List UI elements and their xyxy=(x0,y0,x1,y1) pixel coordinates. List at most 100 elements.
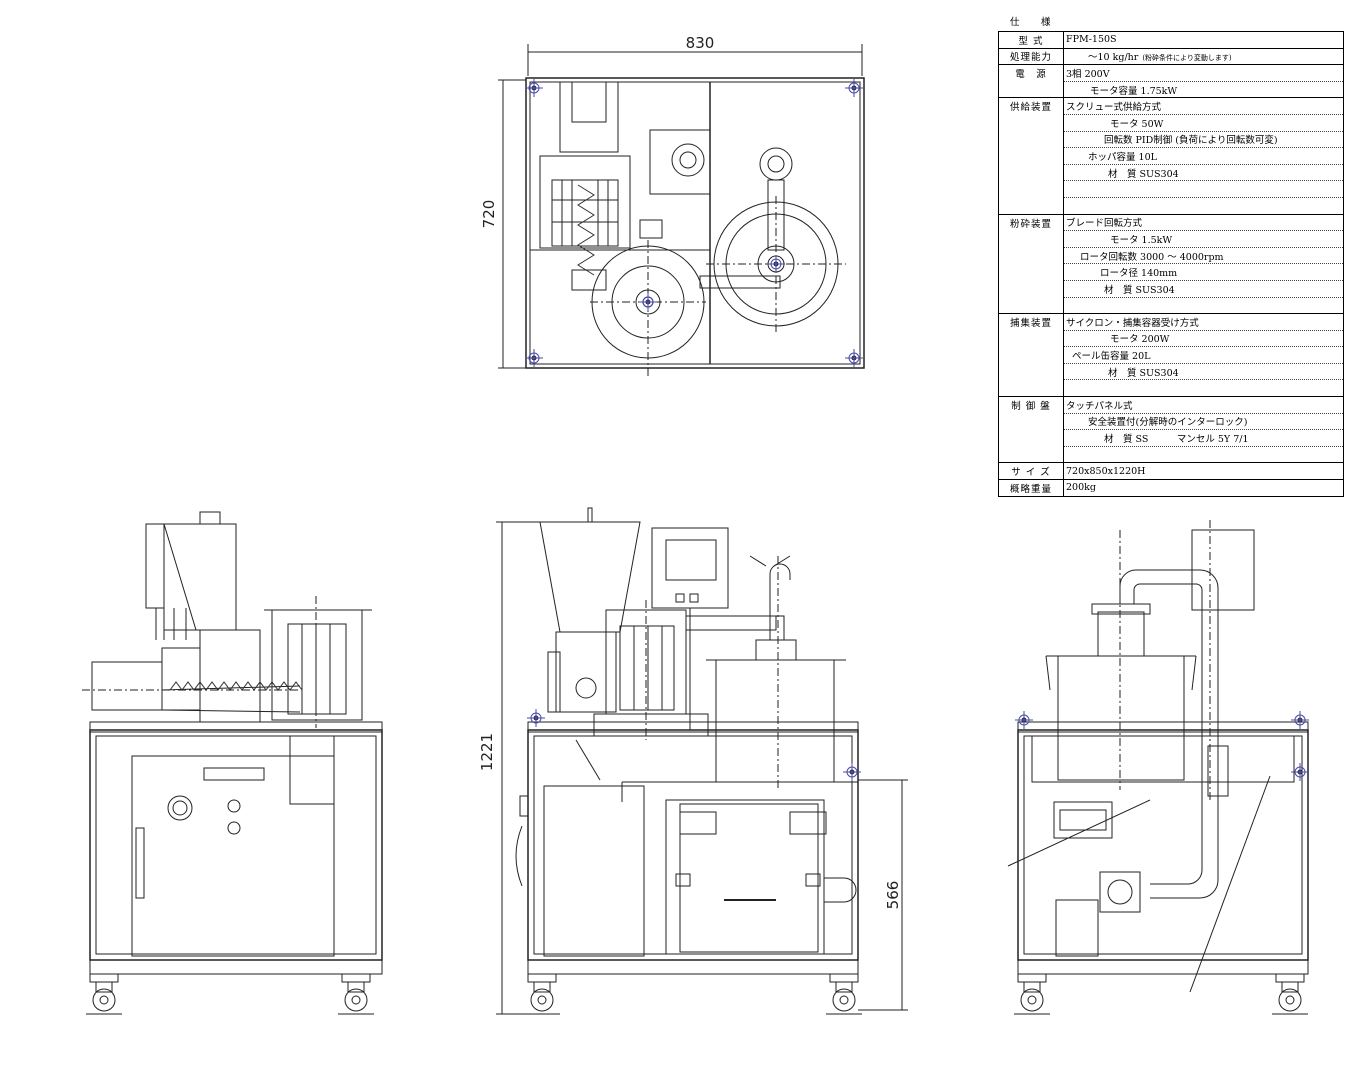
spec-value: 材 質 SUS304 xyxy=(1063,363,1344,381)
top-view: 830 720 xyxy=(480,34,865,376)
spec-key: サ イ ズ xyxy=(998,462,1064,480)
spec-key: 捕集装置 xyxy=(998,313,1064,331)
spec-row: 材 質 SUS304 xyxy=(998,164,1344,182)
spec-key: 概略重量 xyxy=(998,479,1064,497)
side-view-right xyxy=(1007,520,1310,1015)
spec-value: 回転数 PID制御 (負荷により回転数可変) xyxy=(1063,131,1344,149)
spec-value-text: ペール缶容量 20L xyxy=(1072,351,1151,363)
spec-value: ロータ径 140mm xyxy=(1063,263,1344,281)
spec-value: FPM-150S xyxy=(1063,31,1344,49)
spec-row: 粉砕装置ブレード回転方式 xyxy=(998,213,1344,232)
front-height-dimension: 1221 xyxy=(478,733,496,771)
spec-row: 材 質 SS マンセル 5Y 7/1 xyxy=(998,429,1344,447)
spec-value: サイクロン・捕集容器受け方式 xyxy=(1063,313,1344,331)
spec-value-text: ロータ回転数 3000 〜 4000rpm xyxy=(1080,251,1224,263)
spec-value: モータ 50W xyxy=(1063,114,1344,132)
spec-row xyxy=(998,197,1344,215)
spec-row xyxy=(998,297,1344,315)
spec-row: 供給装置スクリュー式供給方式 xyxy=(998,97,1344,115)
spec-key xyxy=(998,263,1064,281)
spec-value-text: モータ容量 1.75kW xyxy=(1090,85,1178,97)
spec-key xyxy=(998,330,1064,347)
spec-value: ロータ回転数 3000 〜 4000rpm xyxy=(1063,247,1344,265)
spec-value: 材 質 SUS304 xyxy=(1063,280,1344,298)
spec-key xyxy=(998,297,1064,314)
spec-key xyxy=(998,446,1064,463)
spec-row: 回転数 PID制御 (負荷により回転数可変) xyxy=(998,131,1344,149)
spec-title: 仕 様 xyxy=(1010,17,1057,28)
spec-row: モータ容量 1.75kW xyxy=(998,81,1344,99)
spec-value: タッチパネル式 xyxy=(1063,396,1344,414)
spec-value: 200kg xyxy=(1063,479,1344,497)
spec-key xyxy=(998,164,1064,181)
spec-value: モータ 1.5kW xyxy=(1063,230,1344,248)
spec-value: 3相 200V xyxy=(1063,64,1344,82)
spec-key xyxy=(998,413,1064,430)
spec-value xyxy=(1063,379,1344,398)
spec-row: ペール缶容量 20L xyxy=(998,346,1344,364)
spec-value: 材 質 SS マンセル 5Y 7/1 xyxy=(1063,429,1344,447)
spec-key: 電 源 xyxy=(998,64,1064,82)
base-height-dimension: 566 xyxy=(884,881,902,910)
spec-value-text: 720x850x1220H xyxy=(1066,465,1146,477)
spec-value-text: 回転数 PID制御 (負荷により回転数可変) xyxy=(1104,135,1278,147)
spec-value-text: ホッパ容量 10L xyxy=(1088,151,1157,163)
spec-key xyxy=(998,280,1064,297)
spec-key xyxy=(998,180,1064,198)
spec-value-text: 〜10 kg/hr xyxy=(1088,52,1139,64)
spec-key: 供給装置 xyxy=(998,97,1064,115)
spec-value-text: 3相 200V xyxy=(1066,68,1110,80)
spec-row: ホッパ容量 10L xyxy=(998,147,1344,165)
spec-value-text: 材 質 SUS304 xyxy=(1108,168,1179,180)
spec-value-text: 材 質 SS マンセル 5Y 7/1 xyxy=(1104,434,1249,446)
spec-key: 制 御 盤 xyxy=(998,396,1064,414)
spec-value xyxy=(1063,446,1344,464)
spec-key xyxy=(998,81,1064,98)
spec-key xyxy=(998,114,1064,132)
spec-key xyxy=(998,131,1064,148)
spec-row: 安全装置付(分解時のインターロック) xyxy=(998,413,1344,431)
spec-key xyxy=(998,363,1064,380)
spec-key xyxy=(998,429,1064,447)
spec-key: 粉砕装置 xyxy=(998,213,1064,231)
spec-key xyxy=(998,197,1064,215)
spec-value-text: ロータ径 140mm xyxy=(1100,268,1178,280)
spec-value: スクリュー式供給方式 xyxy=(1063,97,1344,115)
spec-row: 材 質 SUS304 xyxy=(998,280,1344,298)
spec-key xyxy=(998,230,1064,248)
spec-value xyxy=(1063,297,1344,315)
spec-value: 材 質 SUS304 xyxy=(1063,164,1344,182)
front-view: 1221 566 xyxy=(478,507,908,1015)
spec-row: モータ 1.5kW xyxy=(998,230,1344,248)
spec-value-text: 安全装置付(分解時のインターロック) xyxy=(1088,417,1248,429)
side-view-left xyxy=(82,511,383,1015)
spec-key xyxy=(998,147,1064,165)
spec-value: 〜10 kg/hr(粉砕条件により変動します) xyxy=(1063,47,1344,66)
spec-value-text: モータ 1.5kW xyxy=(1110,234,1173,246)
spec-value: 安全装置付(分解時のインターロック) xyxy=(1063,413,1344,431)
top-width-dimension: 830 xyxy=(686,34,715,52)
spec-value: モータ 200W xyxy=(1063,330,1344,348)
spec-key xyxy=(998,346,1064,364)
spec-key xyxy=(998,247,1064,264)
spec-row: 材 質 SUS304 xyxy=(998,363,1344,381)
spec-row: ロータ径 140mm xyxy=(998,263,1344,281)
spec-value-text: サイクロン・捕集容器受け方式 xyxy=(1066,317,1199,329)
spec-value-text: 材 質 SUS304 xyxy=(1108,367,1179,379)
spec-value: ブレード回転方式 xyxy=(1063,213,1344,232)
spec-row: 制 御 盤タッチパネル式 xyxy=(998,396,1344,414)
spec-key: 型 式 xyxy=(998,31,1064,49)
spec-value: 720x850x1220H xyxy=(1063,462,1344,481)
spec-value-text: ブレード回転方式 xyxy=(1066,218,1143,230)
spec-row xyxy=(998,446,1344,464)
spec-value xyxy=(1063,197,1344,215)
spec-row: 処理能力〜10 kg/hr(粉砕条件により変動します) xyxy=(998,47,1344,66)
top-depth-dimension: 720 xyxy=(480,200,498,229)
spec-key xyxy=(998,379,1064,397)
spec-value-text: スクリュー式供給方式 xyxy=(1066,102,1162,114)
spec-row: モータ 200W xyxy=(998,330,1344,348)
